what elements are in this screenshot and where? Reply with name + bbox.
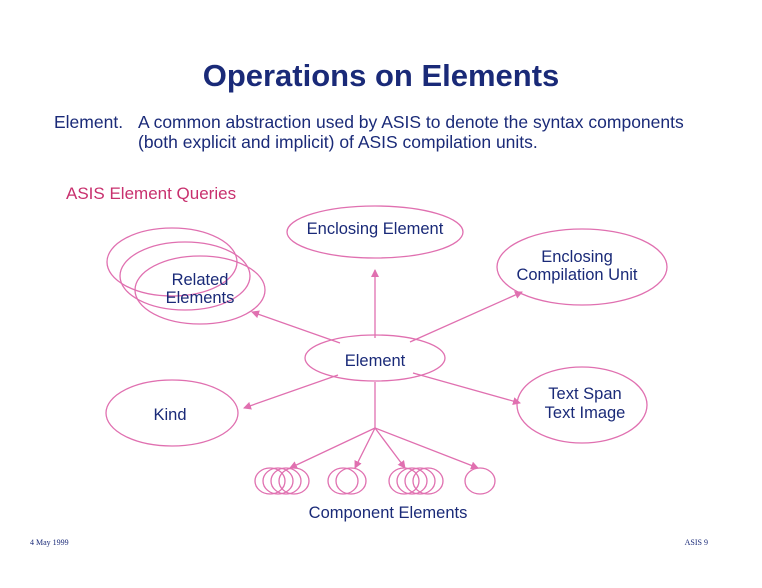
kind-node	[105, 379, 239, 447]
definition: Element. A common abstraction used by ASI…	[54, 112, 754, 152]
page-title: Operations on Elements	[202, 58, 560, 93]
enclosing-unit-label-1: Enclosing	[541, 248, 613, 266]
definition-line-2: (both explicit and implicit) of ASIS com…	[138, 132, 538, 152]
arrow-to-component-2	[354, 427, 376, 469]
component-elements-label: Component Elements	[309, 504, 468, 522]
component-circle	[254, 467, 286, 495]
footer-page: ASIS 9	[685, 538, 708, 547]
text-image-label: Text Image	[545, 404, 626, 422]
related-elements-stack-mid	[119, 241, 251, 311]
enclosing-element-label: Enclosing Element	[307, 220, 444, 238]
component-circle	[388, 467, 420, 495]
related-elements-label-1: Related	[172, 271, 229, 289]
element-node	[304, 334, 446, 382]
related-elements-label-2: Elements	[166, 289, 235, 307]
component-circle	[278, 467, 310, 495]
arrow-to-kind	[243, 374, 339, 410]
arrow-to-text-span	[412, 372, 521, 405]
related-elements-node	[134, 255, 266, 325]
component-circle	[270, 467, 302, 495]
arrow-to-component-1	[289, 427, 376, 469]
component-circle	[262, 467, 294, 495]
component-circle	[404, 467, 436, 495]
arrow-to-enclosing-unit	[409, 291, 523, 343]
kind-label: Kind	[153, 406, 186, 424]
arrow-to-component-4	[374, 427, 479, 470]
arrow-to-related-elements	[251, 310, 341, 344]
footer-date: 4 May 1999	[30, 538, 69, 547]
component-circle	[396, 467, 428, 495]
enclosing-element-node	[286, 205, 464, 259]
component-circle	[327, 467, 359, 495]
definition-line-1: A common abstraction used by ASIS to den…	[138, 112, 684, 132]
definition-term: Element.	[54, 112, 124, 132]
component-circle	[335, 467, 367, 495]
component-circle	[412, 467, 444, 495]
section-label: ASIS Element Queries	[66, 184, 237, 203]
enclosing-unit-label-2: Compilation Unit	[516, 266, 637, 284]
arrow-to-component-3	[374, 427, 406, 469]
component-circle	[464, 467, 496, 495]
text-span-label: Text Span	[548, 385, 621, 403]
enclosing-unit-node	[496, 228, 668, 306]
element-label: Element	[345, 352, 406, 370]
text-span-node	[516, 366, 648, 444]
